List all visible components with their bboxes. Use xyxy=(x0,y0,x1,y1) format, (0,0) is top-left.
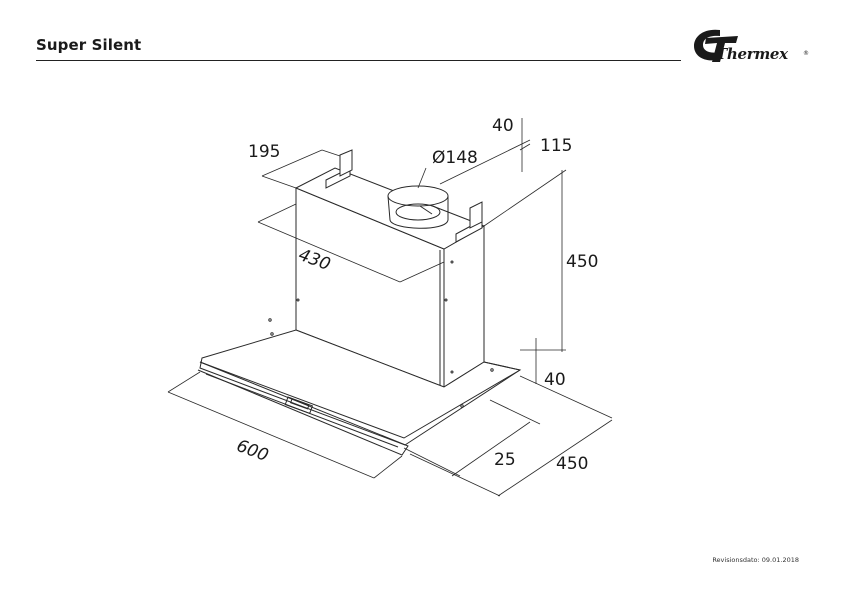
logo-registered-mark: ® xyxy=(803,50,809,57)
dim-duct-diameter: Ø148 xyxy=(432,148,478,168)
thermex-logo-icon xyxy=(694,29,738,62)
dim-chimney-depth: 195 xyxy=(248,142,281,162)
logo-wordmark: Thermex xyxy=(716,45,788,63)
chimney-box xyxy=(197,149,522,456)
dimension-lines xyxy=(167,118,613,497)
dim-duct-top-height: 40 xyxy=(492,116,514,136)
dim-hood-height: 40 xyxy=(544,370,566,390)
page-title: Super Silent xyxy=(36,36,142,54)
dim-chimney-offset: 115 xyxy=(540,136,573,156)
dim-hood-depth: 450 xyxy=(556,454,589,474)
header-rule xyxy=(36,60,681,61)
revision-date: Revisionsdato: 09.01.2018 xyxy=(712,556,799,564)
dim-chimney-height: 450 xyxy=(566,252,599,272)
dim-front-depth: 25 xyxy=(494,450,516,470)
